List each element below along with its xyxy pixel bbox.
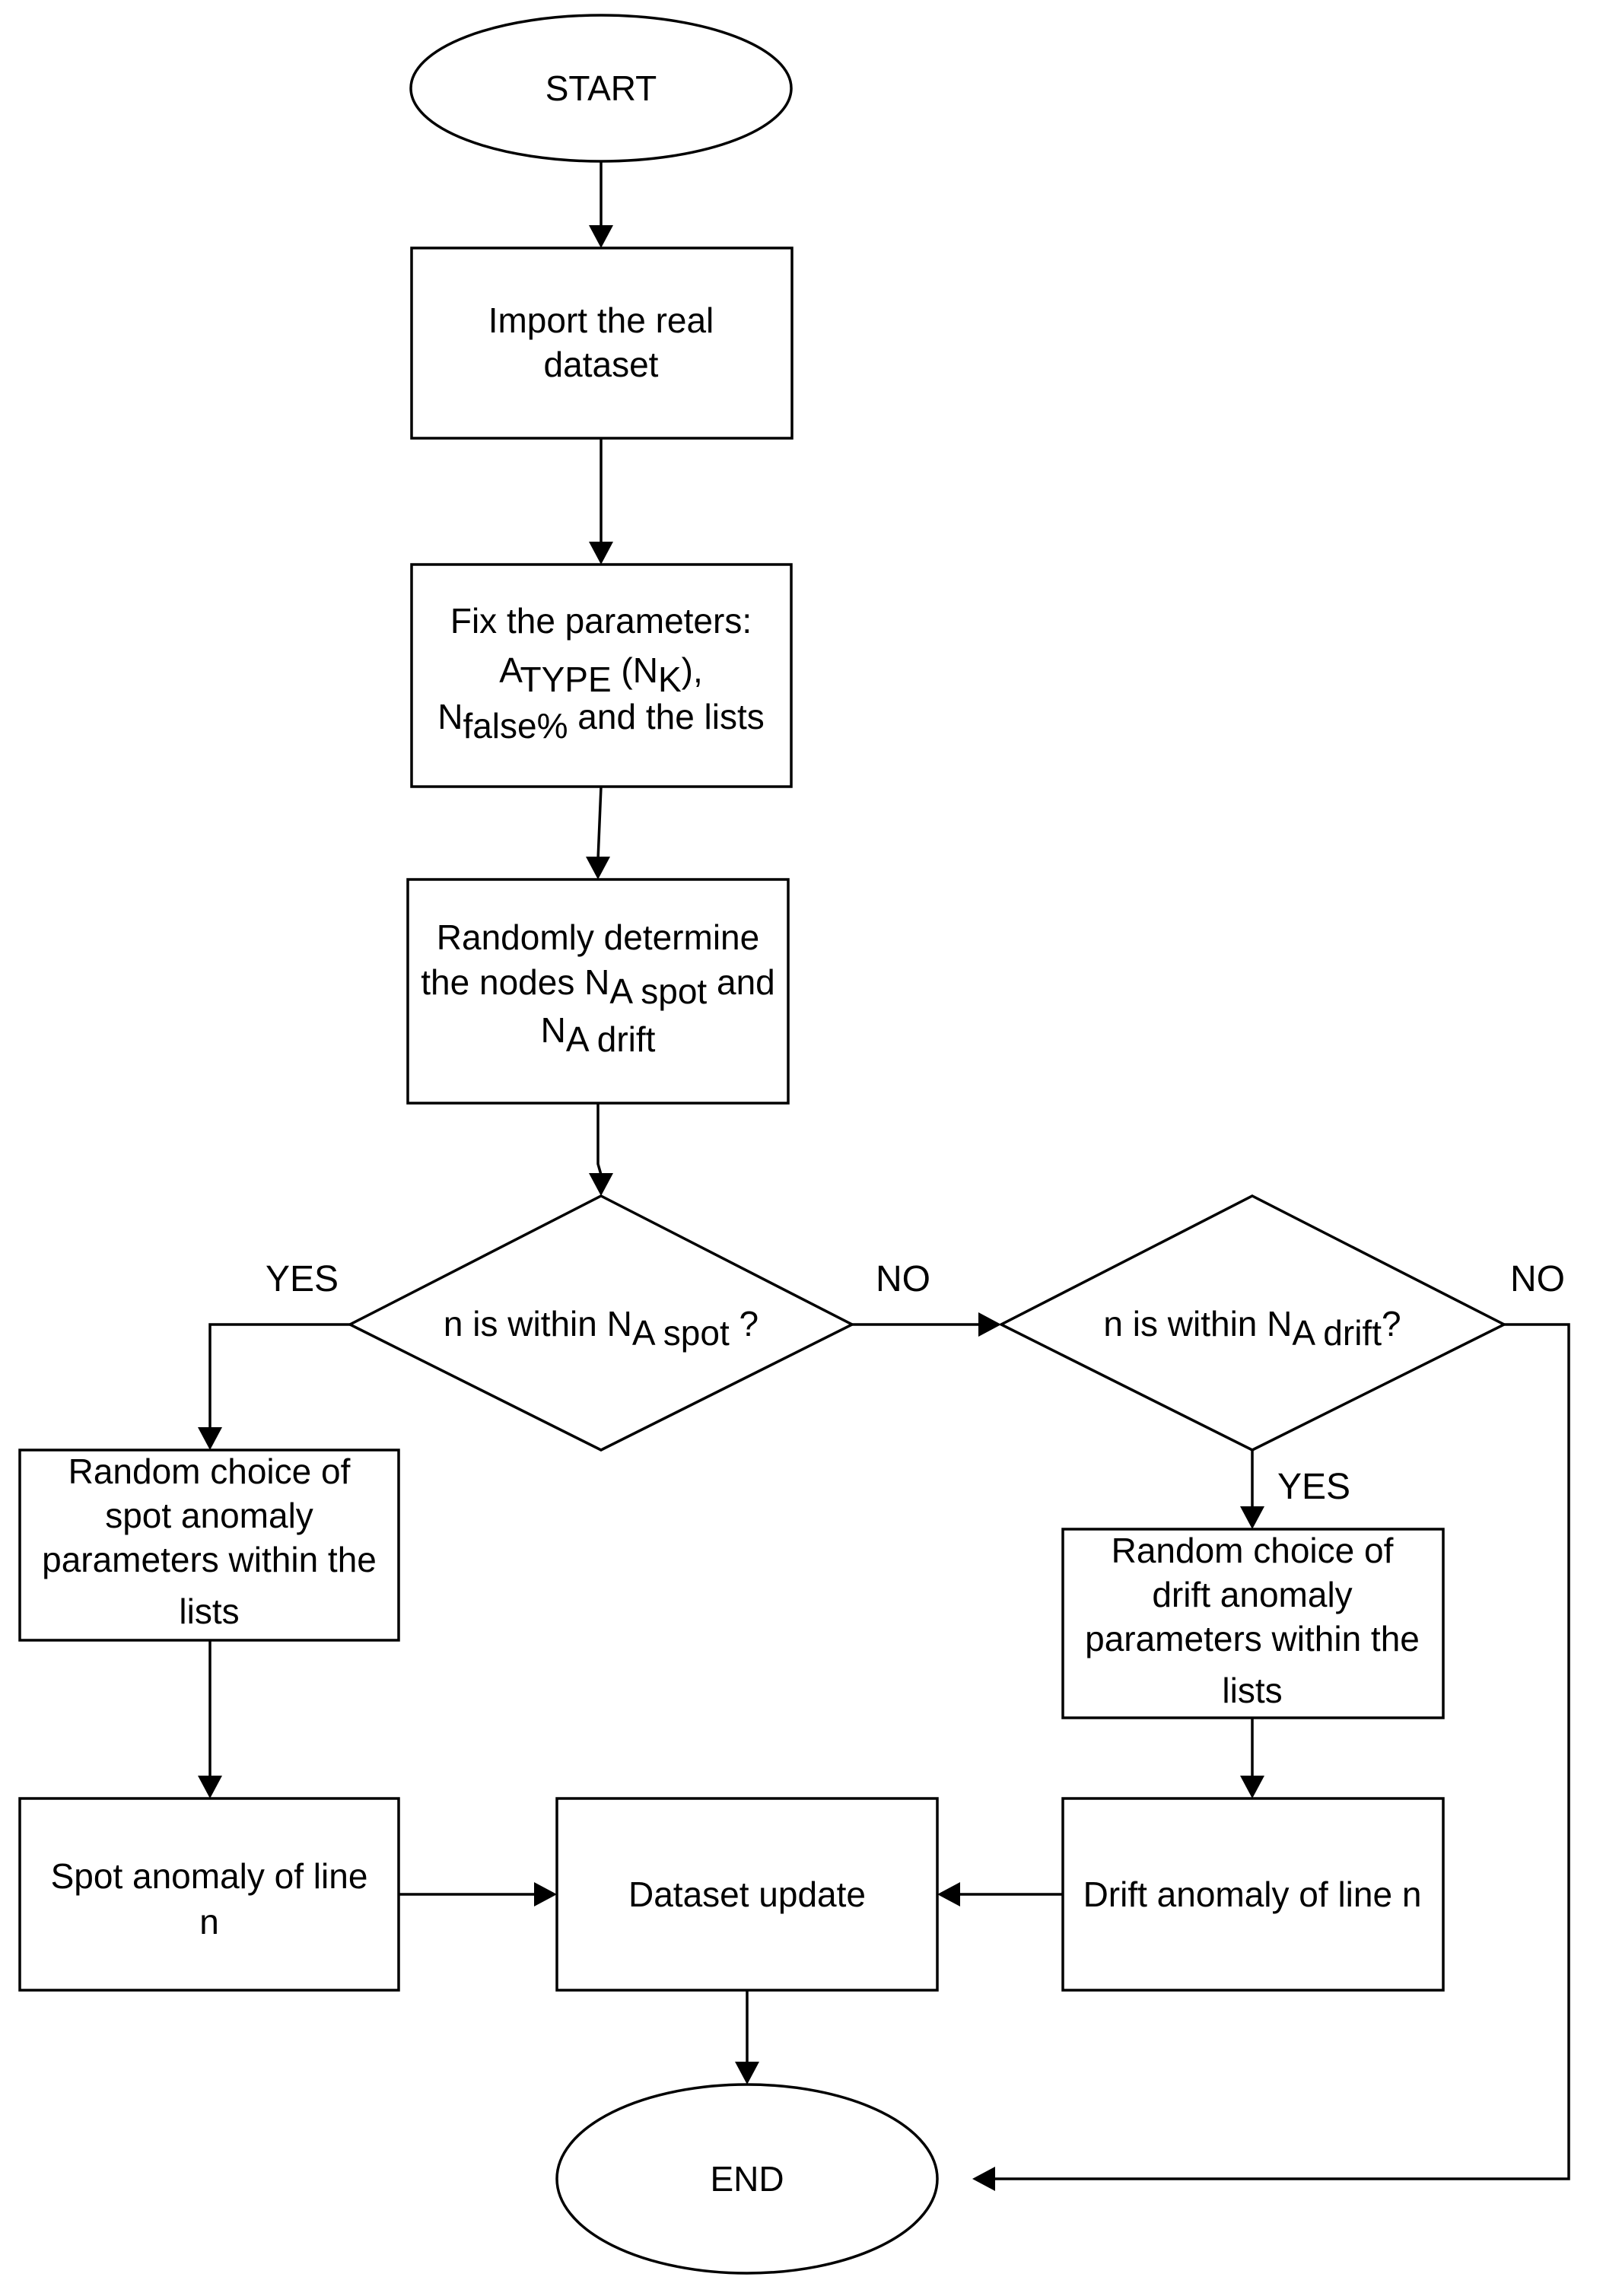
edges <box>198 161 1570 2191</box>
spot-choice-line1: Random choice of <box>68 1452 351 1491</box>
spot-choice-line3: parameters within the <box>42 1540 377 1579</box>
fix-n-rest: and the lists <box>568 697 765 736</box>
start-node: START <box>409 14 793 163</box>
decision-drift-label: n is within NA drift? <box>1103 1304 1401 1353</box>
randomly-determine-node: Randomly determine the nodes NA spot and… <box>406 878 790 1105</box>
dataset-update-label: Dataset update <box>628 1875 866 1914</box>
spot-choice-line4: lists <box>179 1592 239 1631</box>
arrowhead <box>1240 1776 1264 1798</box>
import-dataset-node: Import the real dataset <box>410 246 794 440</box>
decision-drift-pre: n is within N <box>1103 1304 1292 1344</box>
spot-choice-line2: spot anomaly <box>105 1496 313 1535</box>
randomly-line2-post: and <box>707 962 775 1002</box>
fix-n: N <box>437 697 463 736</box>
decision-spot-node: n is within NA spot ? <box>347 1194 855 1452</box>
decision-drift-post: ? <box>1382 1304 1401 1344</box>
arrowhead <box>1240 1506 1264 1529</box>
arrowhead <box>198 1427 222 1450</box>
drift-choice-line4: lists <box>1222 1671 1282 1710</box>
fix-a: A <box>499 650 523 690</box>
fix-nk-close: ), <box>682 650 703 690</box>
decision-spot-sub: A spot <box>632 1313 730 1353</box>
arrowhead <box>198 1776 222 1798</box>
spot-line-line2: n <box>199 1902 219 1941</box>
end-label: END <box>710 2159 784 2199</box>
fix-nk-open: (N <box>612 650 658 690</box>
edge-fix-to-randomly <box>596 786 603 860</box>
decision-spot-pre: n is within N <box>444 1304 632 1344</box>
arrowhead <box>978 1312 1001 1337</box>
fix-label-line2: ATYPE (NK), <box>499 650 703 699</box>
start-label: START <box>545 68 657 108</box>
edge-decision-drift-no <box>992 1323 1570 2180</box>
edge-label-drift-no: NO <box>1510 1259 1565 1299</box>
decision-spot-label: n is within NA spot ? <box>444 1304 759 1353</box>
end-node: END <box>555 2083 939 2275</box>
randomly-line2-pre: the nodes N <box>421 962 609 1002</box>
fix-n-sub: false% <box>463 706 568 746</box>
fix-parameters-node: Fix the parameters: ATYPE (NK), Nfalse% … <box>410 563 793 788</box>
edge-label-spot-no: NO <box>876 1259 930 1299</box>
arrowhead <box>735 2062 759 2085</box>
decision-drift-sub: A drift <box>1292 1313 1382 1353</box>
drift-choice-line2: drift anomaly <box>1152 1575 1352 1614</box>
arrowhead <box>972 2167 995 2191</box>
spot-line-node: Spot anomaly of line n <box>18 1797 400 1992</box>
spot-choice-node: Random choice of spot anomaly parameters… <box>18 1449 400 1642</box>
drift-choice-node: Random choice of drift anomaly parameter… <box>1061 1528 1445 1719</box>
decision-drift-node: n is within NA drift? <box>998 1194 1507 1452</box>
import-label-line1: Import the real <box>488 301 714 340</box>
arrowhead <box>586 857 610 879</box>
randomly-label-line3: NA drift <box>541 1010 656 1059</box>
edge-randomly-to-decision-spot <box>596 1103 603 1175</box>
edge-label-spot-yes: YES <box>266 1259 339 1299</box>
randomly-label-line1: Randomly determine <box>437 917 759 957</box>
edge-label-drift-yes: YES <box>1277 1467 1350 1507</box>
drift-choice-line1: Random choice of <box>1112 1531 1394 1570</box>
fix-label-line1: Fix the parameters: <box>450 601 752 641</box>
import-label-line2: dataset <box>544 345 659 384</box>
arrowhead <box>589 1173 613 1196</box>
arrowhead <box>589 542 613 564</box>
edge-labels: YES NO YES NO <box>266 1259 1565 1507</box>
dataset-update-node: Dataset update <box>555 1797 939 1992</box>
randomly-line3-sub: A drift <box>566 1019 656 1059</box>
fix-nk-sub: K <box>658 660 682 699</box>
drift-line-label: Drift anomaly of line n <box>1083 1875 1422 1914</box>
randomly-line2-sub: A spot <box>609 972 707 1011</box>
spot-line-line1: Spot anomaly of line <box>51 1856 368 1896</box>
arrowhead <box>589 225 613 248</box>
fix-a-sub: TYPE <box>520 660 612 699</box>
drift-line-node: Drift anomaly of line n <box>1061 1797 1445 1992</box>
randomly-line3-n: N <box>541 1010 566 1050</box>
decision-spot-post: ? <box>730 1304 759 1344</box>
drift-choice-line3: parameters within the <box>1085 1619 1420 1658</box>
fix-label-line3: Nfalse% and the lists <box>437 697 765 746</box>
edge-decision-spot-yes <box>208 1323 350 1430</box>
arrowhead <box>937 1882 960 1906</box>
arrowhead <box>534 1882 557 1906</box>
randomly-label-line2: the nodes NA spot and <box>421 962 774 1011</box>
